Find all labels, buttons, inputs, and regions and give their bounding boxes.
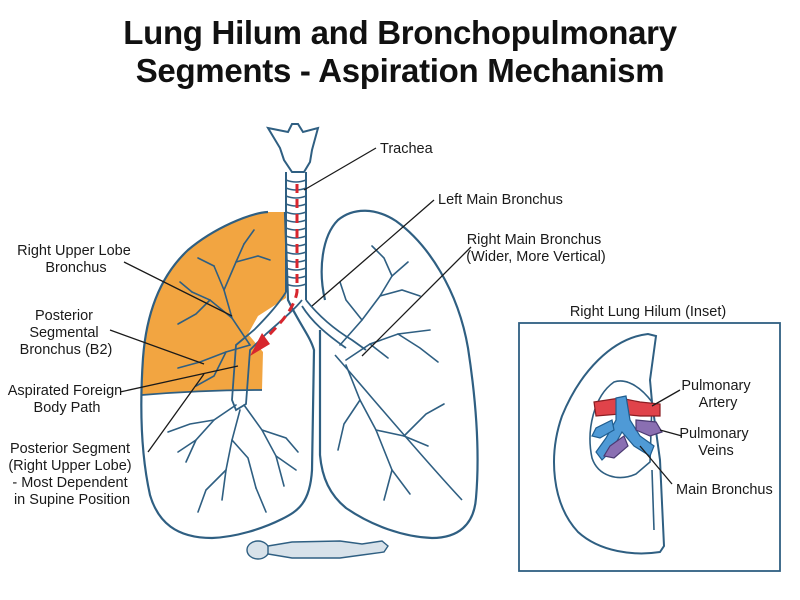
tracheal-ring xyxy=(285,211,307,215)
larynx xyxy=(265,123,320,173)
diagram-title: Lung Hilum and Bronchopulmonary Segments… xyxy=(0,14,800,90)
inset-label-pulmonary-veins: Pulmonary Veins xyxy=(679,426,752,459)
left-lung-outline xyxy=(318,209,479,540)
aspiration-path-arrowhead xyxy=(250,333,270,356)
inset-leader-lines xyxy=(639,389,683,485)
inset-mediastinal-edge xyxy=(651,469,655,531)
label-aspirated-foreign-body-path: Aspirated Foreign Body Path xyxy=(8,383,126,416)
inset-title: Right Lung Hilum (Inset) xyxy=(570,304,726,320)
label-posterior-segment: Posterior Segment (Right Upper Lobe) - M… xyxy=(8,441,135,508)
pulmonary-veins xyxy=(603,419,663,459)
title-line-2: Segments - Aspiration Mechanism xyxy=(135,52,665,89)
tracheal-ring xyxy=(285,251,307,255)
label-left-main-bronchus: Left Main Bronchus xyxy=(438,192,563,208)
title-line-1: Lung Hilum and Bronchopulmonary xyxy=(123,14,677,51)
right-lung-outline xyxy=(140,210,316,540)
right-main-bronchus-shape xyxy=(231,291,303,412)
bronchial-tree-right xyxy=(167,229,299,513)
label-right-upper-lobe-bronchus: Right Upper Lobe Bronchus xyxy=(17,243,135,276)
tracheal-ring xyxy=(285,267,307,271)
label-right-main-bronchus: Right Main Bronchus (Wider, More Vertica… xyxy=(466,232,605,265)
inset-label-main-bronchus: Main Bronchus xyxy=(676,482,773,498)
label-trachea: Trachea xyxy=(380,141,434,157)
right-lung-fissure xyxy=(141,389,263,396)
inset-hilum-recess xyxy=(589,380,653,479)
hilum-inset: Right Lung Hilum (Inset) Pulmonary Arter… xyxy=(518,304,781,572)
main-bronchus-inset xyxy=(591,395,655,461)
supine-body-figure xyxy=(246,540,389,560)
tracheal-ring xyxy=(285,195,307,199)
leader-lines xyxy=(109,147,472,453)
inset-label-pulmonary-artery: Pulmonary Artery xyxy=(681,378,754,411)
aspiration-path xyxy=(260,184,299,344)
tracheal-ring xyxy=(285,179,307,183)
label-posterior-segmental-bronchus: Posterior Segmental Bronchus (B2) xyxy=(20,308,113,358)
inset-lung-outline xyxy=(553,332,666,555)
bronchial-tree-left xyxy=(337,245,445,501)
tracheal-ring xyxy=(285,283,307,287)
